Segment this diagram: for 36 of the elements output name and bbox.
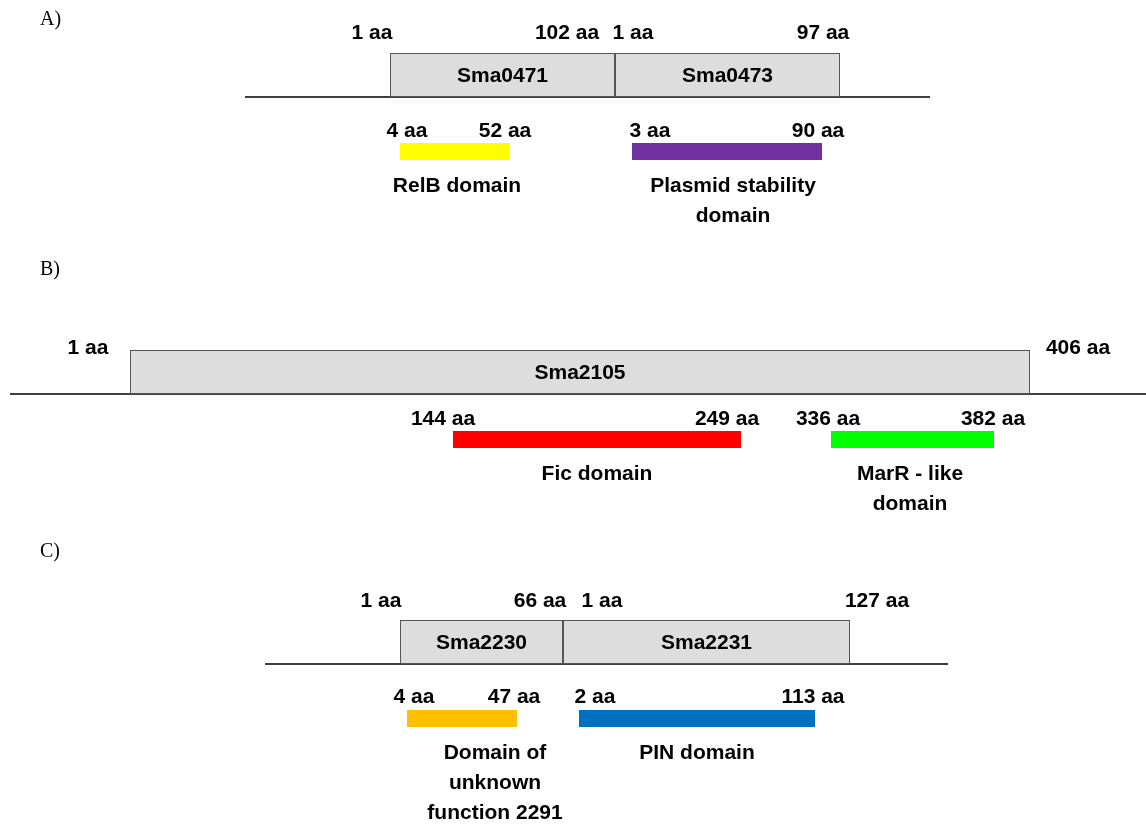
- residue-position: 1 aa: [360, 588, 402, 612]
- domain-name: RelB domain: [391, 172, 523, 198]
- protein-box: Sma0471: [390, 53, 615, 97]
- domain-name: PIN domain: [638, 739, 756, 765]
- panel-label: B): [40, 256, 60, 280]
- panel-label: C): [40, 538, 60, 562]
- protein-box: Sma2231: [563, 620, 850, 664]
- residue-position: 97 aa: [796, 20, 850, 44]
- domain-name: MarR - like domain: [855, 460, 965, 516]
- panel-label: A): [40, 6, 62, 30]
- residue-position: 102 aa: [534, 20, 600, 44]
- residue-position: 127 aa: [844, 588, 910, 612]
- residue-position: 1 aa: [67, 335, 109, 359]
- residue-position: 90 aa: [791, 118, 845, 142]
- residue-position: 336 aa: [795, 406, 861, 430]
- residue-position: 382 aa: [960, 406, 1026, 430]
- protein-box: Sma0473: [615, 53, 840, 97]
- residue-position: 1 aa: [351, 20, 393, 44]
- residue-position: 113 aa: [781, 684, 845, 708]
- residue-position: 1 aa: [612, 20, 654, 44]
- domain-name: Domain of unknown function 2291: [426, 739, 564, 825]
- residue-position: 4 aa: [386, 118, 428, 142]
- protein-box: Sma2105: [130, 350, 1030, 394]
- domain-name: Fic domain: [540, 460, 654, 486]
- domain-name: Plasmid stability domain: [649, 172, 817, 228]
- residue-position: 52 aa: [478, 118, 532, 142]
- residue-position: 1 aa: [581, 588, 623, 612]
- residue-position: 3 aa: [629, 118, 671, 142]
- residue-position: 66 aa: [513, 588, 567, 612]
- residue-position: 249 aa: [694, 406, 760, 430]
- residue-position: 4 aa: [393, 684, 435, 708]
- residue-position: 144 aa: [410, 406, 476, 430]
- protein-box: Sma2230: [400, 620, 563, 664]
- residue-position: 2 aa: [574, 684, 616, 708]
- residue-position: 406 aa: [1045, 335, 1111, 359]
- residue-position: 47 aa: [487, 684, 541, 708]
